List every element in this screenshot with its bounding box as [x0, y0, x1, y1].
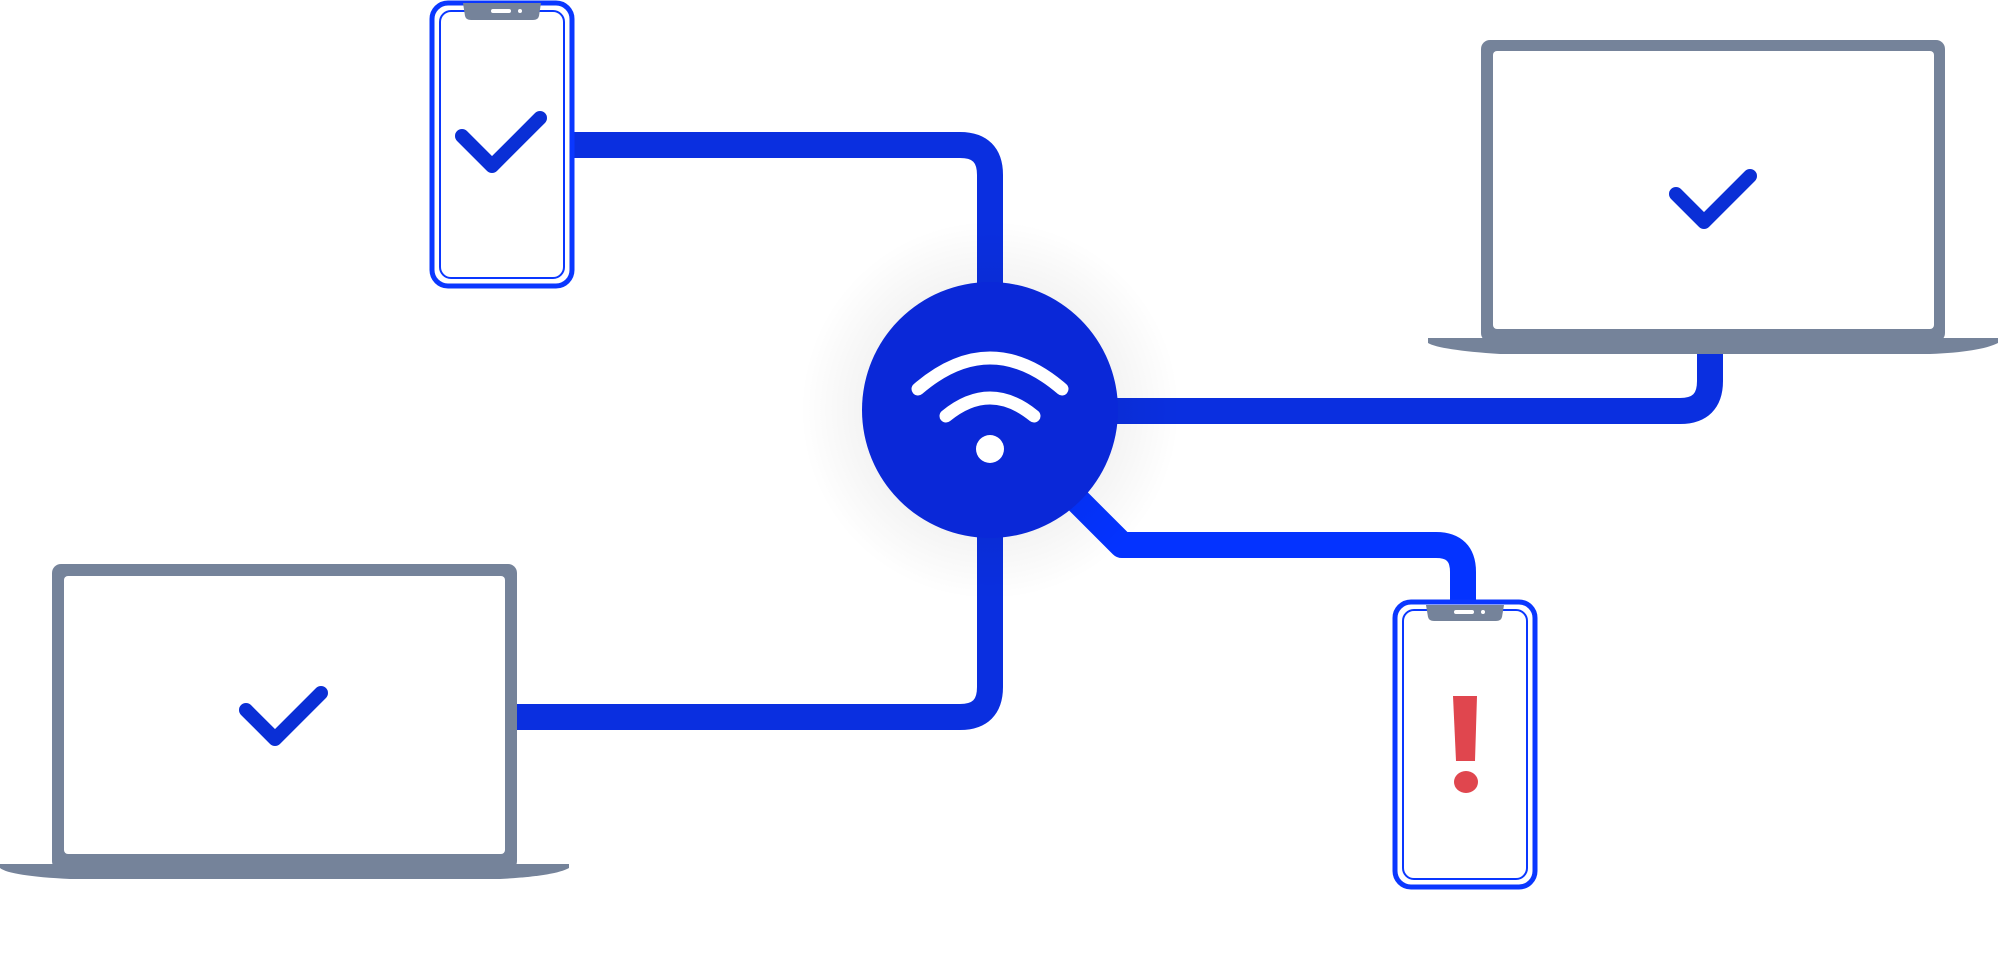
wifi-icon — [911, 351, 1069, 463]
link-laptop-bottom-left — [515, 520, 1003, 730]
link-phone-top-left — [560, 132, 1003, 300]
link-phone-bottom-right — [1062, 485, 1476, 604]
phone-speaker — [1454, 610, 1474, 614]
hub-circle — [862, 282, 1118, 538]
laptop-top-right — [1428, 40, 1998, 354]
laptop-base — [1428, 338, 1998, 354]
phone-body — [429, 0, 575, 289]
laptop-screen — [1493, 51, 1934, 329]
laptop-bottom-left — [0, 564, 569, 879]
link-laptop-top-right — [1110, 352, 1723, 424]
laptop-screen — [64, 576, 505, 854]
checkmark-icon — [239, 686, 328, 746]
exclamation-icon — [1453, 696, 1478, 793]
phone-bottom-right — [1392, 599, 1538, 890]
checkmark-icon — [1669, 169, 1757, 229]
wifi-hub — [800, 220, 1180, 600]
phone-top-left — [429, 0, 575, 289]
phone-speaker — [491, 9, 511, 13]
phone-camera — [1481, 610, 1485, 614]
connections — [515, 132, 1723, 730]
phone-camera — [518, 9, 522, 13]
laptop-base — [0, 864, 569, 879]
checkmark-icon — [455, 111, 547, 173]
